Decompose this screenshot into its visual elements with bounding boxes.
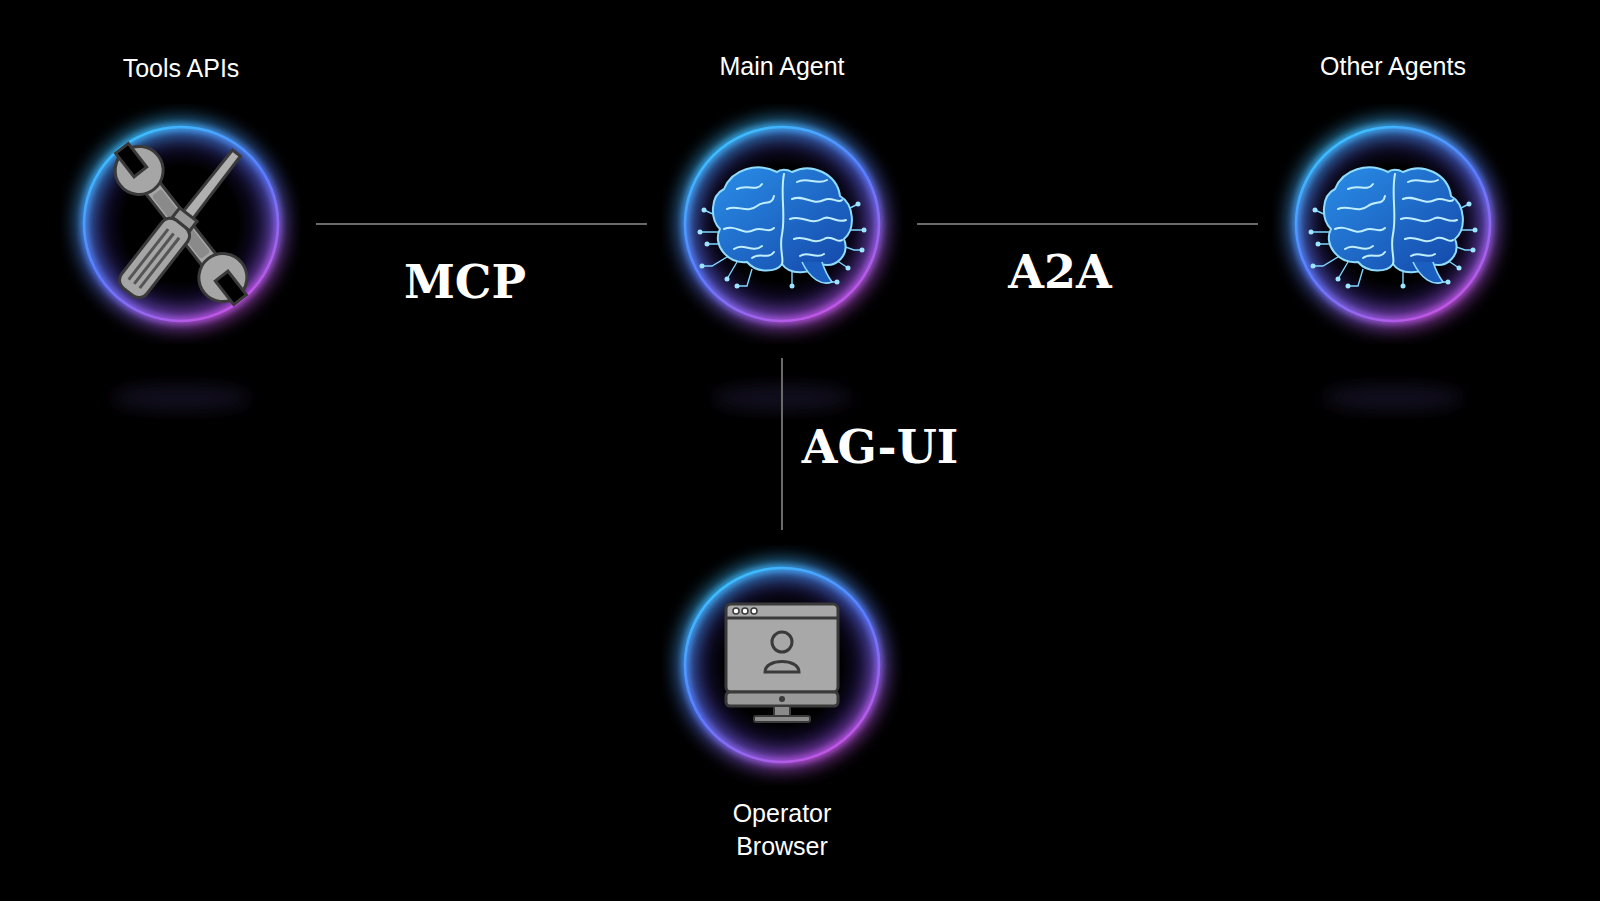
monitor-icon bbox=[726, 604, 838, 722]
connector-stroke bbox=[917, 223, 1258, 225]
protocol-label: A2A bbox=[1008, 246, 1111, 298]
connector-line bbox=[316, 224, 647, 225]
connector-stroke bbox=[781, 358, 783, 530]
connector-stroke bbox=[316, 223, 647, 225]
tools-icon bbox=[103, 134, 259, 315]
agent-node: Other Agents bbox=[1258, 36, 1528, 358]
node-label: Other Agents bbox=[1318, 50, 1468, 83]
connector-line bbox=[782, 358, 783, 530]
connector-line bbox=[917, 224, 1258, 225]
agent-node: Tools APIs bbox=[46, 38, 316, 358]
node-label: Operator Browser bbox=[707, 797, 857, 863]
node-label: Main Agent bbox=[707, 50, 857, 83]
node-label: Tools APIs bbox=[106, 52, 256, 85]
agent-node: Main Agent bbox=[647, 36, 917, 358]
protocol-label: MCP bbox=[404, 256, 526, 308]
agent-node: Operator Browser bbox=[647, 530, 917, 865]
protocol-label: AG-UI bbox=[802, 421, 959, 473]
